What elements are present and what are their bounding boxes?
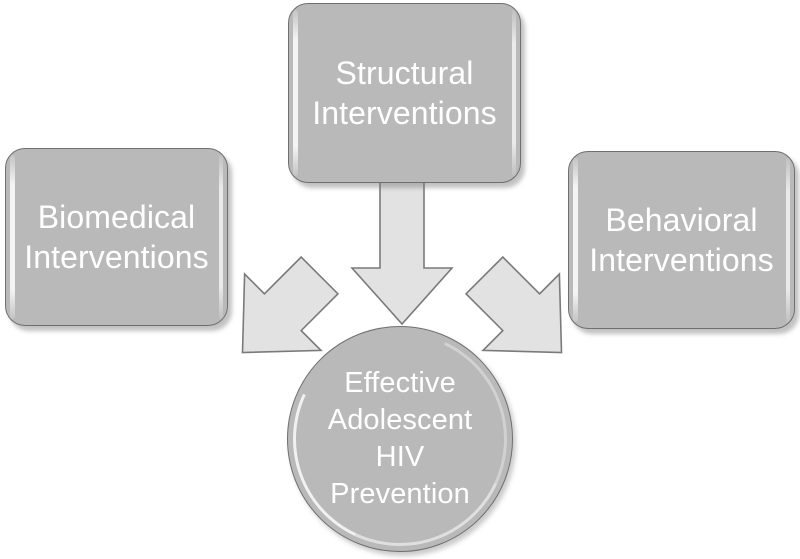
node-structural-interventions[interactable]: Structural Interventions [288,3,521,183]
node-behavioral-interventions[interactable]: Behavioral Interventions [568,151,795,329]
node-biomedical-label: Biomedical Interventions [24,199,209,275]
node-structural-label: Structural Interventions [312,55,497,131]
node-biomedical-interventions[interactable]: Biomedical Interventions [5,148,228,326]
arrow-structural-to-outcome [350,181,454,326]
node-effective-adolescent-hiv-prevention[interactable]: Effective Adolescent HIV Prevention [287,326,513,552]
node-behavioral-label: Behavioral Interventions [589,202,774,278]
node-outcome-label: Effective Adolescent HIV Prevention [327,367,473,510]
